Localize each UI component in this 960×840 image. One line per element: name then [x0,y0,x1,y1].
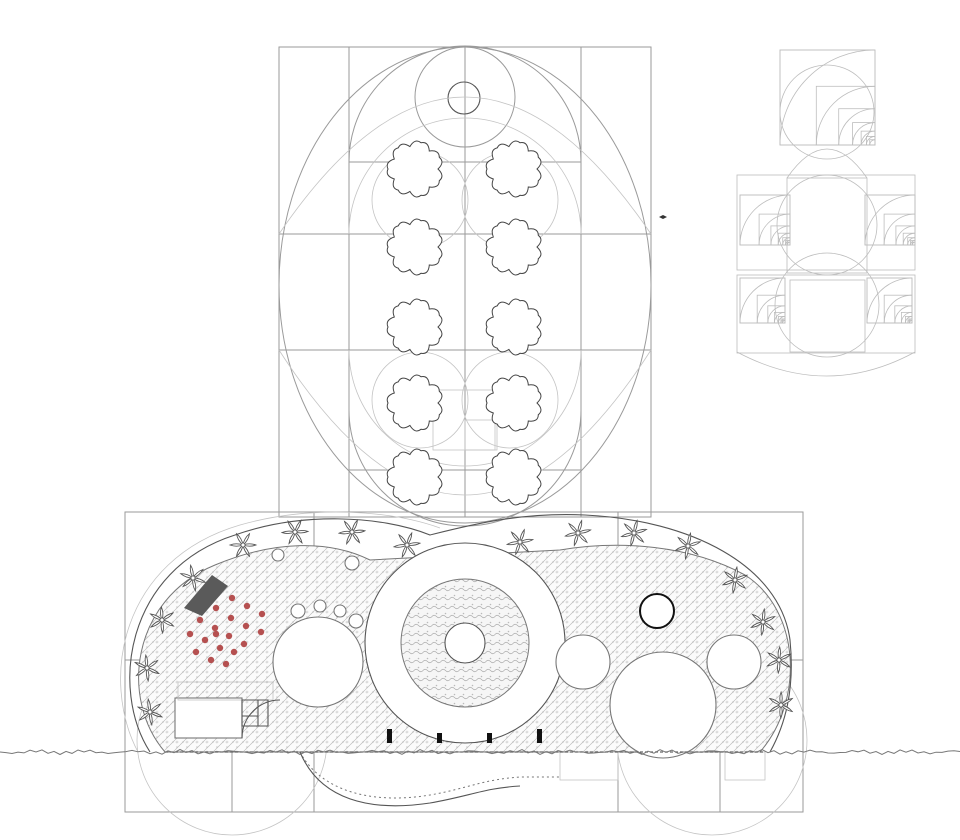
palm-plant [149,605,175,635]
palm-plant [505,528,535,556]
orchard-dot [207,656,215,664]
pond-circle [639,593,675,629]
orchard-dot [225,632,233,640]
palm-plant [674,531,702,561]
tree-rows [386,140,542,506]
orchard-dot [222,660,230,668]
palm-plant [564,519,592,547]
orchard-dot [216,644,224,652]
tree-1-4 [485,448,542,506]
orchard-dot [243,602,251,610]
palm-plant [766,645,792,675]
palm-plant [392,531,422,559]
bench-rectangle [174,697,243,739]
bottom-path [299,751,560,799]
tree-0-0 [386,140,443,198]
ground-line [0,748,960,756]
orchard-dot [211,624,219,632]
tree-1-2 [485,298,542,356]
palm-plant [768,690,794,720]
lawn-mid-right [555,634,611,690]
upper-garden-construction [278,45,652,527]
tree-1-0 [485,140,542,198]
dark-edging [184,575,228,616]
orchard-dot [201,636,209,644]
lawn-left [272,616,364,708]
palm-plant [179,563,207,593]
orchard-dot [212,630,220,638]
orchard-dot [230,648,238,656]
palm-plant [620,519,648,547]
palm-plant [228,532,258,558]
tree-0-1 [386,218,443,276]
diamond-marker-icon [659,215,667,219]
central-fountain [444,622,486,664]
lawn-right-large [609,651,717,759]
orchard-dot [212,604,220,612]
border-palms [134,519,794,727]
tree-0-3 [386,374,443,432]
tree-0-2 [386,298,443,356]
palm-plant [136,697,164,727]
orchard-dot [196,616,204,624]
orchard-dot [257,628,265,636]
orchard-dot [242,622,250,630]
lawn-right-small [706,634,762,690]
orchard-dot [186,630,194,638]
golden-spiral-studies [736,49,916,377]
tree-0-4 [386,448,443,506]
palm-plant [337,519,367,545]
tree-1-3 [485,374,542,432]
orchard-dot [258,610,266,618]
bollards [387,729,542,743]
garden-outline [129,514,792,753]
orchard-dot [240,640,248,648]
orchard-dots [186,594,266,668]
tree-1-1 [485,218,542,276]
palm-plant [280,519,310,545]
stepping-circles [271,548,364,629]
orchard-dot [228,594,236,602]
orchard-dot [192,648,200,656]
palm-plant [750,607,776,637]
orchard-dot [227,614,235,622]
palm-plant [721,565,749,595]
palm-plant [134,653,160,683]
